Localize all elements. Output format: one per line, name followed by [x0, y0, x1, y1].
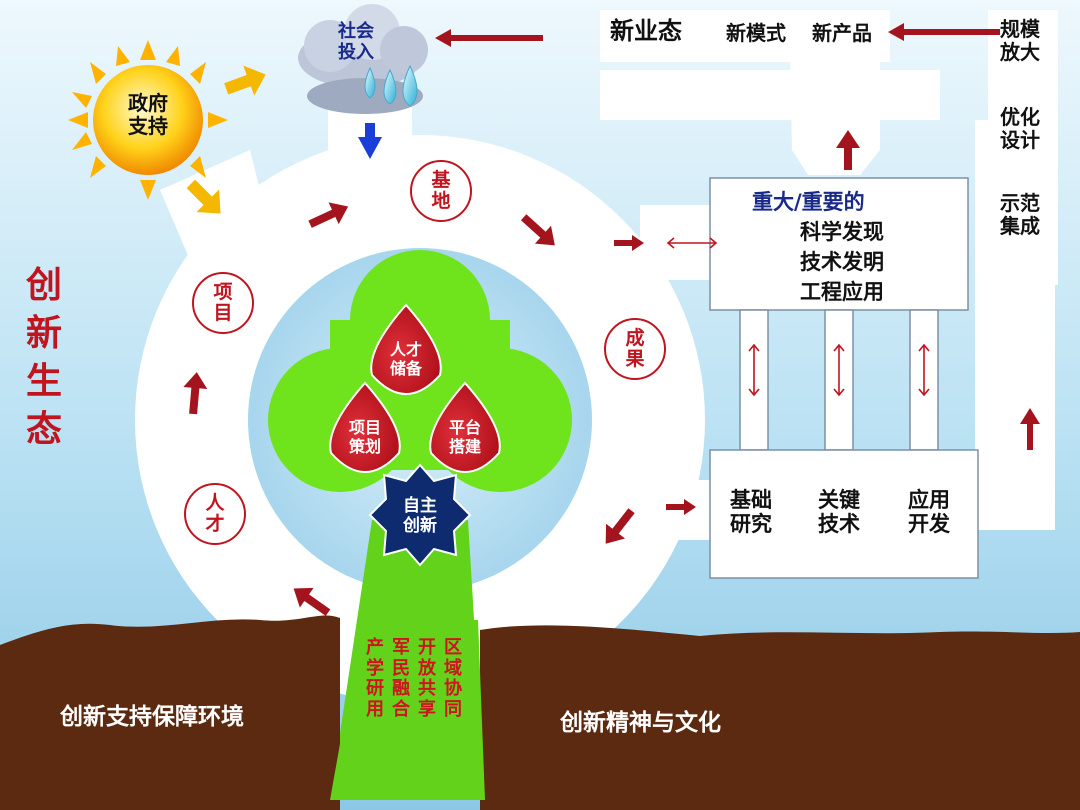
double-arrows [666, 237, 930, 397]
arrow-icon [358, 123, 382, 159]
right-column-box [988, 10, 1058, 285]
arrow-icon [836, 130, 860, 170]
arrow-icon [308, 202, 349, 228]
results-title: 重大/重要的 [752, 190, 865, 214]
left-title: 创 新 生 态 [26, 265, 63, 450]
badge-result: 成 果 [604, 318, 666, 380]
results-line-1: 科学发现 [800, 220, 884, 244]
new-mode-label: 新模式 [726, 21, 786, 45]
badge-talent: 人 才 [184, 483, 246, 545]
soil-right [480, 625, 1080, 810]
scale-label: 规模 放大 [1000, 17, 1040, 64]
badge-project: 项 目 [192, 272, 254, 334]
sun-label: 政府 支持 [128, 91, 168, 138]
flow-arrows [183, 23, 1040, 616]
connector-left [739, 309, 769, 451]
arrow-icon [186, 179, 221, 214]
tree-trunk-lower [330, 620, 485, 800]
sun-icon [68, 40, 228, 200]
arrow-icon [183, 372, 208, 415]
soil-left [0, 615, 340, 810]
demo-label: 示范 集成 [1000, 191, 1040, 238]
star-label: 自主 创新 [403, 496, 437, 537]
arrow-icon [888, 23, 1000, 41]
arrow-icon [224, 65, 266, 96]
drop-shapes [329, 303, 501, 473]
key-tech-label: 关键 技术 [818, 488, 860, 537]
arrow-icon [1020, 408, 1040, 450]
arrow-icon [520, 214, 555, 246]
star-gear-icon [368, 463, 472, 567]
sun-arrows [186, 65, 266, 214]
applied-dev-label: 应用 开发 [908, 488, 950, 537]
basic-research-label: 基础 研究 [730, 488, 772, 537]
results-line-2: 技术发明 [800, 250, 884, 274]
trunk-col-2: 军民融合 [392, 637, 410, 721]
trunk-col-3: 开放共享 [418, 637, 436, 721]
arrow-icon [614, 235, 644, 251]
arrow-icon [666, 499, 696, 515]
trunk-col-4: 区域协同 [444, 637, 462, 721]
results-line-3: 工程应用 [800, 280, 884, 304]
arrow-icon [605, 508, 635, 544]
optimize-label: 优化 设计 [1000, 105, 1040, 152]
ground-right-label: 创新精神与文化 [560, 710, 721, 736]
drop-project-planning: 项目 策划 [348, 418, 381, 457]
badge-base: 基 地 [410, 160, 472, 222]
arrow-icon [435, 29, 543, 47]
new-product-label: 新产品 [812, 21, 872, 45]
cloud-label: 社会 投入 [338, 21, 374, 63]
research-box [709, 449, 979, 579]
drop-platform-build: 平台 搭建 [448, 418, 481, 457]
drop-talent-reserve: 人才 储备 [389, 340, 422, 379]
new-form-label: 新业态 [610, 17, 682, 45]
arrow-icon [293, 587, 331, 616]
ground-left-label: 创新支持保障环境 [60, 704, 244, 730]
raindrop-icon [364, 64, 418, 107]
trunk-col-1: 产学研用 [366, 637, 384, 721]
top-output-box [600, 10, 890, 62]
